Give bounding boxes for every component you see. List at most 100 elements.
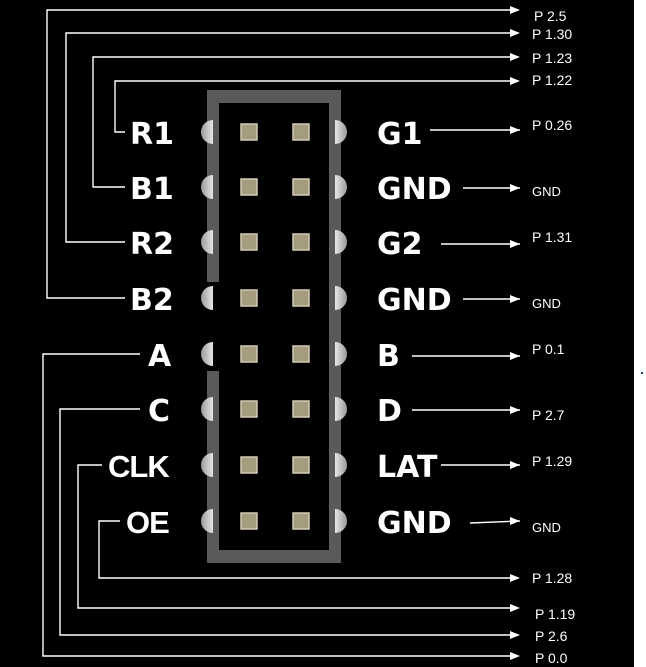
top-wire-2 [65, 32, 518, 243]
right-pin-bump [335, 120, 347, 144]
bottom-wire-1 [42, 353, 518, 657]
top-wire-arrow-1 [510, 6, 520, 14]
pin-pad [292, 233, 310, 251]
right-pin-label-gnd: GND [377, 283, 452, 318]
top-wire-arrow-3 [510, 53, 520, 61]
right-port-label-gnd-2: GND [532, 184, 561, 199]
bottom-wire-arrow-4 [510, 574, 520, 582]
right-wire-arrow-3 [510, 240, 520, 248]
left-pin-bump [201, 342, 213, 366]
pin-row-8 [201, 509, 347, 533]
bottom-port-label-p-1-19: P 1.19 [535, 606, 575, 622]
left-pin-label-b1: B1 [130, 172, 174, 207]
wires [42, 6, 521, 660]
top-wire-4 [114, 80, 518, 133]
pin-pad [240, 400, 258, 418]
pin-row-7 [201, 453, 347, 477]
bottom-wire-arrow-3 [510, 604, 520, 612]
pin-row-5 [201, 342, 347, 366]
stray-dot [641, 372, 643, 374]
right-wire-arrow-2 [510, 184, 520, 192]
right-port-label-p-1-29-7: P 1.29 [532, 453, 572, 469]
pin-pad [240, 289, 258, 307]
bottom-port-label-p-1-28: P 1.28 [532, 570, 572, 586]
right-port-label-gnd-4: GND [532, 296, 561, 311]
top-wire-3 [92, 56, 518, 188]
bottom-wire-4 [98, 520, 518, 579]
right-pin-bump [335, 230, 347, 254]
right-wire-arrow-4 [510, 295, 520, 303]
left-pin-bump [201, 509, 213, 533]
left-pin-bump [201, 120, 213, 144]
pin-row-6 [201, 397, 347, 421]
left-pin-bump [201, 286, 213, 310]
right-pin-bump [335, 453, 347, 477]
right-port-label-p-0-1-5: P 0.1 [532, 341, 565, 357]
bottom-port-label-p-2-6: P 2.6 [535, 628, 568, 644]
pin-pad [240, 512, 258, 530]
pin-row-3 [201, 230, 347, 254]
right-pin-bump [335, 175, 347, 199]
top-port-label-p-2-5: P 2.5 [534, 8, 567, 24]
right-pin-bump [335, 286, 347, 310]
top-wire-1 [46, 9, 518, 299]
right-port-label-gnd-8: GND [532, 520, 561, 535]
right-pin-label-gnd: GND [377, 172, 452, 207]
bottom-port-label-p-0-0: P 0.0 [535, 650, 568, 666]
right-pin-label-d: D [377, 394, 402, 429]
right-wire-arrow-1 [510, 126, 520, 134]
pin-pad [292, 512, 310, 530]
left-pin-label-oe: OE [126, 505, 169, 540]
left-pin-bump [201, 453, 213, 477]
pin-pad [240, 178, 258, 196]
left-pin-bump [201, 175, 213, 199]
pin-pad [240, 345, 258, 363]
bottom-wire-arrow-1 [510, 652, 520, 660]
bottom-wire-2 [59, 408, 518, 636]
right-pin-label-gnd: GND [377, 506, 452, 541]
right-pin-bump [335, 342, 347, 366]
top-port-label-p-1-30: P 1.30 [532, 26, 572, 42]
pin-row-1 [201, 120, 347, 144]
right-pin-label-lat: LAT [377, 450, 438, 485]
right-port-label-p-1-31-3: P 1.31 [532, 229, 572, 245]
left-pin-label-a: A [148, 339, 172, 374]
pin-pad [240, 456, 258, 474]
pin-pad [240, 123, 258, 141]
pin-row-4 [201, 286, 347, 310]
connector-housing [207, 90, 341, 563]
pin-pad [292, 178, 310, 196]
right-pin-label-g2: G2 [377, 227, 423, 262]
right-port-label-p-2-7-6: P 2.7 [532, 407, 565, 423]
right-pin-label-b: B [377, 339, 400, 374]
top-wire-arrow-2 [510, 29, 520, 37]
top-port-label-p-1-22: P 1.22 [532, 72, 572, 88]
right-pin-label-g1: G1 [377, 117, 423, 152]
left-pin-label-r1: R1 [130, 117, 174, 152]
pin-row-2 [201, 175, 347, 199]
pin-pad [292, 400, 310, 418]
left-pin-label-clk: CLK [108, 449, 170, 484]
pin-pad [292, 456, 310, 474]
connector-pins [201, 120, 347, 533]
left-pin-label-c: C [148, 394, 170, 429]
pin-pad [292, 289, 310, 307]
top-wire-arrow-4 [510, 77, 520, 85]
right-wire-arrow-7 [510, 461, 520, 469]
right-pin-bump [335, 509, 347, 533]
left-pin-label-r2: R2 [130, 227, 174, 262]
right-pin-bump [335, 397, 347, 421]
top-port-label-p-1-23: P 1.23 [532, 50, 572, 66]
bottom-wire-3 [77, 464, 518, 609]
left-pin-label-b2: B2 [130, 283, 174, 318]
pin-pad [292, 345, 310, 363]
right-wire-arrow-8 [510, 517, 520, 525]
pin-pad [292, 123, 310, 141]
right-wire-arrow-5 [510, 352, 520, 360]
right-port-label-p-0-26-1: P 0.26 [532, 117, 572, 133]
left-pin-bump [201, 397, 213, 421]
bottom-wire-arrow-2 [510, 631, 520, 639]
